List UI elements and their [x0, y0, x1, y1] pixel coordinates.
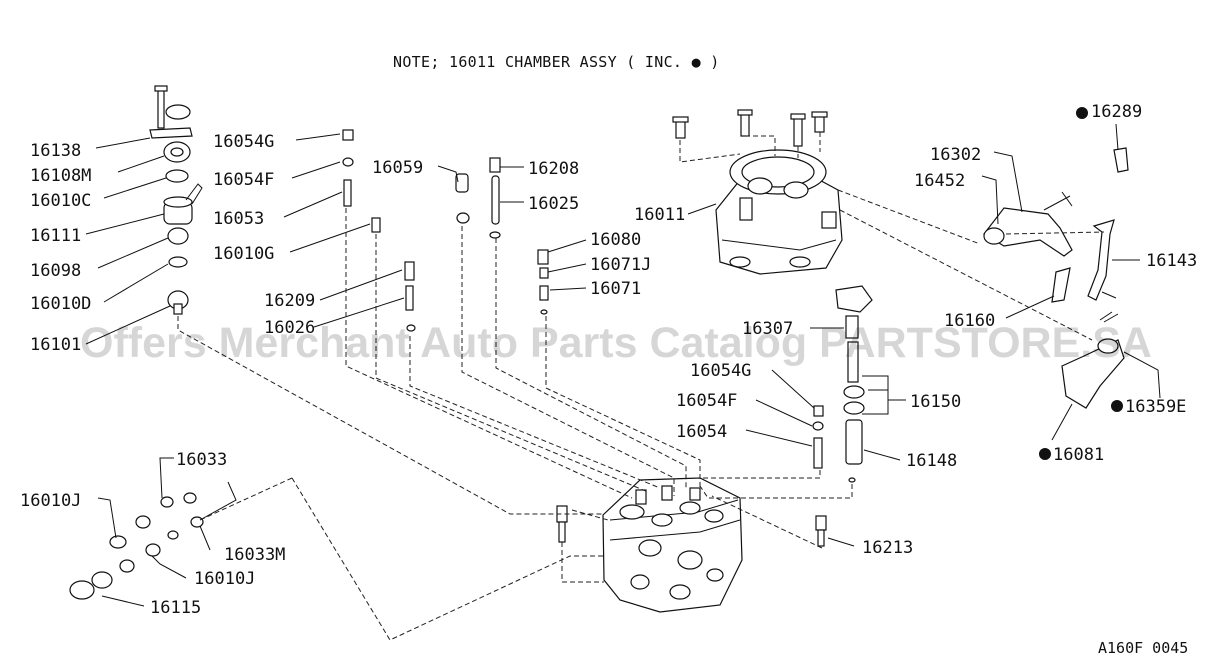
callout-16010j-upper: 16010J [20, 491, 81, 511]
callout-16143: 16143 [1146, 251, 1197, 271]
accelerator-pump-parts [812, 285, 873, 547]
leader-lines [85, 123, 1161, 607]
callout-16080: 16080 [590, 230, 641, 250]
callout-16010g: 16010G [213, 244, 274, 264]
chamber-assy-16011 [672, 109, 843, 275]
callout-16010j-lower: 16010J [194, 569, 255, 589]
lower-left-jets [69, 492, 568, 600]
callout-16213: 16213 [862, 538, 913, 558]
callout-16208: 16208 [528, 159, 579, 179]
callout-16054: 16054 [676, 422, 727, 442]
callout-16081: 16081 [1053, 445, 1104, 465]
callout-16033m: 16033M [224, 545, 285, 565]
callout-16101: 16101 [30, 335, 81, 355]
callout-16098: 16098 [30, 261, 81, 281]
callout-16148: 16148 [906, 451, 957, 471]
callout-16053: 16053 [213, 209, 264, 229]
callout-16160: 16160 [944, 311, 995, 331]
callout-labels: 16138 16108M 16010C 16111 16098 16010D 1… [20, 102, 1197, 618]
drawing-code: A160F 0045 [1098, 639, 1188, 657]
callout-16071j: 16071J [590, 255, 651, 275]
callout-16108m: 16108M [30, 166, 91, 186]
included-dot-16359e [1111, 400, 1123, 412]
callout-16011: 16011 [634, 205, 685, 225]
callout-16054g-left: 16054G [213, 132, 274, 152]
carburetor-main-body [602, 477, 743, 613]
linkage-parts [983, 147, 1129, 409]
callout-16115: 16115 [150, 598, 201, 618]
store-watermark: Offers Merchant Auto Parts Catalog PARTS… [80, 319, 1152, 367]
assembly-dash-lines [177, 132, 1105, 641]
callout-16054g-right: 16054G [690, 361, 751, 381]
callout-16026: 16026 [264, 318, 315, 338]
callout-16111: 16111 [30, 226, 81, 246]
callout-16010d: 16010D [30, 294, 91, 314]
callout-16209: 16209 [264, 291, 315, 311]
callout-16359e: 16359E [1125, 397, 1186, 417]
callout-16010c: 16010C [30, 191, 91, 211]
callout-16054f-left: 16054F [213, 170, 274, 190]
callout-16071: 16071 [590, 279, 641, 299]
callout-16054f-right: 16054F [676, 391, 737, 411]
left-column-parts [149, 85, 549, 332]
callout-16025: 16025 [528, 194, 579, 214]
callout-16452: 16452 [914, 171, 965, 191]
callout-16033: 16033 [176, 450, 227, 470]
callout-16150: 16150 [910, 392, 961, 412]
included-dot-16289 [1076, 107, 1088, 119]
callout-16289: 16289 [1091, 102, 1142, 122]
callout-16059: 16059 [372, 158, 423, 178]
callout-16307: 16307 [742, 319, 793, 339]
included-dot-16081 [1039, 448, 1051, 460]
callout-16138: 16138 [30, 141, 81, 161]
chamber-assy-note: NOTE; 16011 CHAMBER ASSY ( INC. ● ) [393, 53, 720, 71]
callout-16302: 16302 [930, 145, 981, 165]
